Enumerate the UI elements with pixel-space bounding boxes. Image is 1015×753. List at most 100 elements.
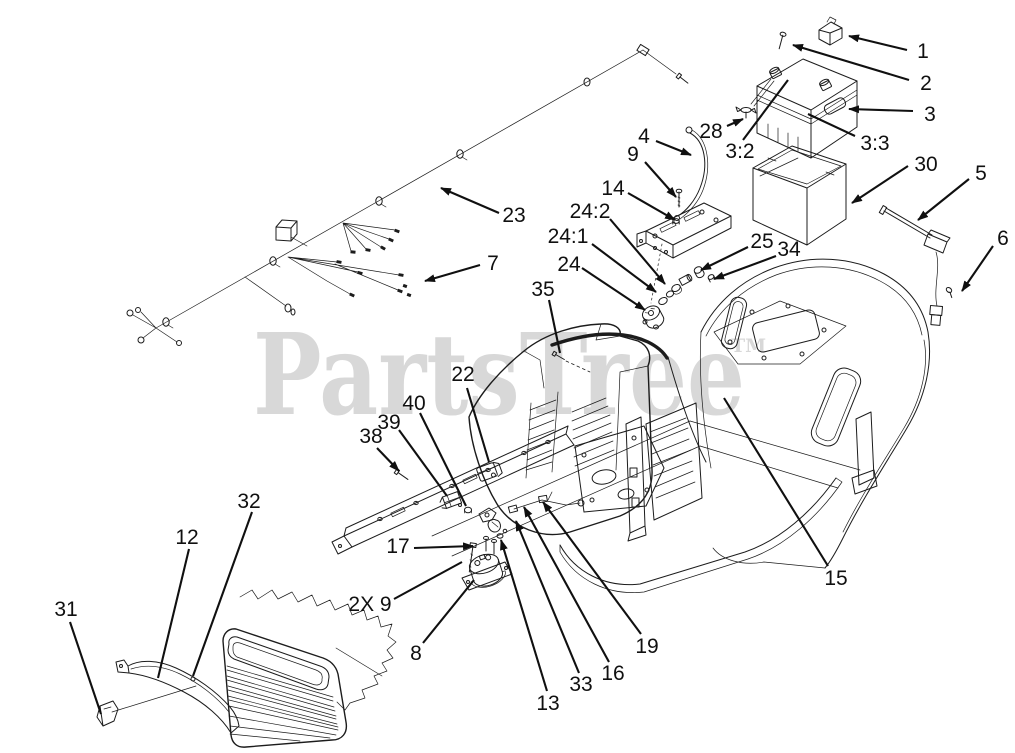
callout-38: 38 (359, 425, 400, 472)
callouts: 1 2 3 3:3 3:2 28 30 5 6 4 9 14 24:2 24:1… (54, 34, 1009, 715)
callout-label: 38 (359, 425, 382, 448)
callout-39: 39 (377, 411, 448, 497)
callout-32: 32 (192, 490, 261, 677)
callout-label: 2 (920, 72, 932, 95)
callout-label: 8 (410, 642, 422, 665)
callout-label: 1 (917, 40, 929, 63)
callout-label: 6 (997, 227, 1009, 250)
callout-label: 31 (54, 598, 77, 621)
cable-screw (945, 286, 953, 299)
callout-7: 7 (424, 252, 499, 283)
bumper-screw (190, 676, 196, 682)
callout-34: 34 (713, 238, 801, 280)
callout-25: 25 (700, 230, 774, 271)
interlock-module (476, 461, 503, 482)
bumper (111, 659, 240, 734)
callout-8: 8 (410, 579, 475, 665)
callout-label: 39 (377, 411, 400, 434)
callout-4: 4 (638, 125, 692, 156)
callout-3-2: 3:2 (725, 79, 789, 163)
starter-solenoid (461, 507, 513, 591)
callout-label: 24:2 (570, 200, 611, 223)
console-tower (468, 323, 653, 536)
callout-12: 12 (156, 526, 199, 679)
callout-label: 33 (569, 673, 592, 696)
callout-15: 15 (723, 397, 848, 590)
battery-box (752, 145, 847, 246)
wing-bolt (735, 106, 757, 119)
callout-label: 16 (601, 662, 624, 685)
callout-label: 35 (531, 278, 554, 301)
callout-label: 24:1 (548, 225, 589, 248)
callout-40: 40 (402, 392, 467, 507)
callout-label: 19 (635, 635, 658, 658)
callout-22: 22 (451, 363, 491, 463)
callout-label: 2X 9 (348, 593, 391, 616)
callout-label: 17 (386, 535, 409, 558)
callout-label: 34 (777, 238, 801, 261)
battery-terminal-pos (819, 78, 832, 92)
callout-label: 7 (487, 252, 499, 275)
callout-label: 23 (502, 204, 525, 227)
seat-switch (439, 491, 472, 514)
wire-assembly (507, 491, 585, 514)
callout-24-1: 24:1 (548, 225, 657, 293)
battery-terminal-neg (769, 66, 782, 80)
callout-28: 28 (699, 118, 744, 143)
callout-35: 35 (531, 278, 562, 354)
callout-label: 4 (638, 125, 650, 148)
callout-label: 22 (451, 363, 474, 386)
console-screw (551, 350, 565, 360)
callout-5: 5 (917, 162, 987, 221)
callout-13: 13 (499, 539, 560, 715)
callout-6: 6 (961, 227, 1009, 292)
callout-label: 3:3 (860, 132, 889, 155)
callout-23: 23 (440, 187, 526, 227)
callout-label: 40 (402, 392, 425, 415)
callout-label: 14 (601, 177, 625, 200)
terminal-bolt (778, 31, 787, 50)
callout-label: 3:2 (725, 140, 754, 163)
fender-body (550, 258, 931, 569)
watermark: PartsTree TM (253, 310, 766, 441)
callout-16: 16 (523, 506, 625, 685)
watermark-text: PartsTree (253, 310, 745, 441)
terminal-cover (818, 21, 843, 46)
callout-label: 9 (627, 143, 639, 166)
callout-24: 24 (557, 253, 646, 311)
battery-cable-lead (878, 205, 953, 326)
watermark-tm: TM (731, 335, 766, 357)
callout-30: 30 (851, 153, 938, 204)
callout-label: 15 (824, 567, 847, 590)
support-bracket (636, 202, 732, 304)
callout-label: 30 (914, 153, 937, 176)
callout-24-2: 24:2 (570, 200, 666, 285)
callout-label: 25 (750, 230, 773, 253)
callout-17: 17 (386, 535, 474, 558)
callout-33: 33 (515, 520, 593, 696)
callout-31: 31 (54, 598, 102, 715)
callout-label: 24 (557, 253, 581, 276)
callout-label: 13 (536, 692, 559, 715)
callout-1: 1 (848, 34, 929, 63)
ignition-switch-stack (641, 266, 717, 330)
hood-cutout-edge (239, 589, 397, 711)
callout-label: 28 (699, 120, 722, 143)
callout-label: 5 (975, 162, 987, 185)
relay-module (275, 219, 308, 247)
callout-14: 14 (601, 177, 676, 221)
callout-label: 32 (237, 490, 260, 513)
callout-2: 2 (792, 43, 932, 95)
callout-label: 12 (175, 526, 198, 549)
side-louver-panel (645, 402, 703, 521)
callout-2x9: 2X 9 (348, 561, 463, 616)
callout-3-3: 3:3 (807, 113, 890, 155)
callout-3: 3 (848, 103, 936, 126)
battery (735, 16, 858, 159)
grille (222, 628, 348, 748)
callout-19: 19 (542, 501, 659, 658)
callout-label: 3 (924, 103, 936, 126)
callout-9: 9 (627, 143, 677, 198)
